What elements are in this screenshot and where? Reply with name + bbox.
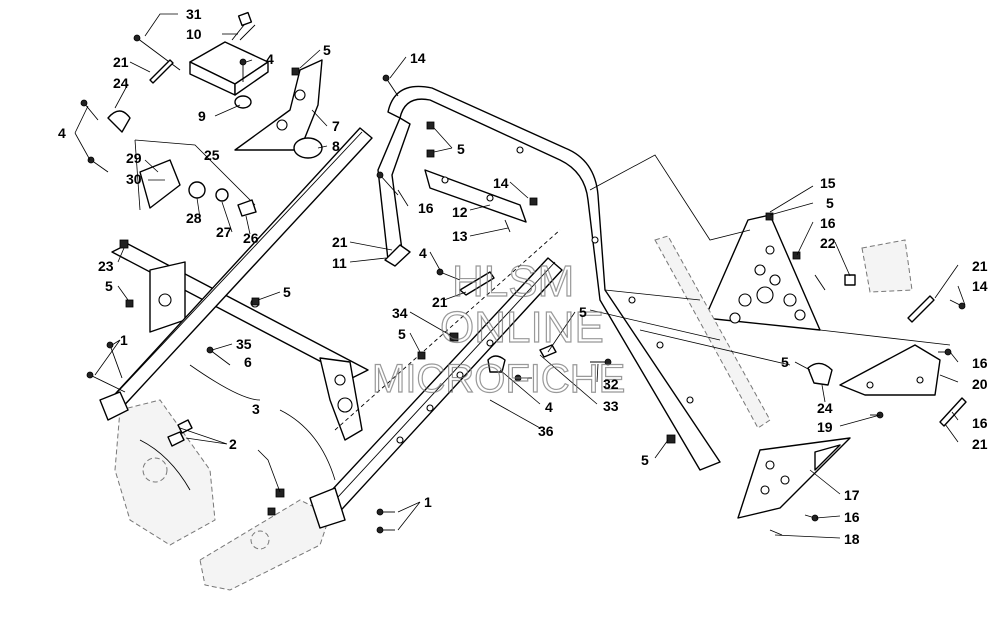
callout-4-c: 4 (419, 245, 427, 261)
callout-35: 35 (236, 336, 252, 352)
callout-7: 7 (332, 118, 340, 134)
callout-32: 32 (603, 376, 619, 392)
callout-8: 8 (332, 138, 340, 154)
callout-1-a: 1 (120, 332, 128, 348)
callout-26: 26 (243, 230, 259, 246)
plate-17 (737, 437, 851, 519)
callout-10: 10 (186, 26, 202, 42)
callout-33: 33 (603, 398, 619, 414)
callout-24-a: 24 (113, 75, 129, 91)
callout-2: 2 (229, 436, 237, 452)
callout-36: 36 (538, 423, 554, 439)
callout-21-c: 21 (432, 294, 448, 310)
callout-5-b: 5 (105, 278, 113, 294)
callout-21-b: 21 (332, 234, 348, 250)
callout-20: 20 (972, 376, 988, 392)
rear-member-phantom (654, 235, 913, 429)
callout-21-a: 21 (113, 54, 129, 70)
callout-16-e: 16 (844, 509, 860, 525)
callout-28: 28 (186, 210, 202, 226)
callout-24-b: 24 (817, 400, 833, 416)
callout-14-c: 14 (972, 278, 988, 294)
callout-17: 17 (844, 487, 860, 503)
watermark-line1: HLSM (452, 257, 574, 306)
callout-15: 15 (820, 175, 836, 191)
callout-16-b: 16 (820, 215, 836, 231)
hardware (80, 34, 967, 536)
callout-25: 25 (204, 147, 220, 163)
callout-13: 13 (452, 228, 468, 244)
callout-5-h: 5 (781, 354, 789, 370)
assembly-lines (189, 154, 951, 481)
callout-27: 27 (216, 224, 232, 240)
callout-21-d: 21 (972, 258, 988, 274)
callout-16-c: 16 (972, 355, 988, 371)
callout-22: 22 (820, 235, 836, 251)
callout-5-c: 5 (283, 284, 291, 300)
callout-23: 23 (98, 258, 114, 274)
callout-14-a: 14 (410, 50, 426, 66)
callout-5-a: 5 (323, 42, 331, 58)
watermark: HLSM ONLINE MICROFICHE (371, 256, 626, 401)
callout-4-a: 4 (266, 51, 274, 67)
callout-11: 11 (332, 255, 347, 271)
callout-16-a: 16 (418, 200, 434, 216)
callout-1-b: 1 (424, 494, 432, 510)
callout-18: 18 (844, 531, 860, 547)
callout-6: 6 (244, 354, 252, 370)
leader-lines (74, 13, 966, 539)
callout-5-f: 5 (579, 304, 587, 320)
callout-14-b: 14 (493, 175, 509, 191)
callout-5-d: 5 (457, 141, 465, 157)
callout-12: 12 (452, 204, 468, 220)
callout-29: 29 (126, 150, 142, 166)
callout-labels: 31 10 21 24 4 5 4 9 7 8 25 29 30 28 27 2… (58, 6, 988, 547)
lower-frame-phantom (114, 399, 331, 591)
callout-5-i: 5 (641, 452, 649, 468)
callout-31: 31 (186, 6, 202, 22)
strap-bracket (424, 169, 527, 223)
callout-5-e: 5 (398, 326, 406, 342)
lower-main-rail (309, 257, 563, 529)
watermark-line2: ONLINE (440, 303, 604, 352)
callout-4-b: 4 (58, 125, 66, 141)
callout-21-e: 21 (972, 436, 988, 452)
callout-19: 19 (817, 419, 833, 435)
callout-3: 3 (252, 401, 260, 417)
callout-5-g: 5 (826, 195, 834, 211)
callout-34: 34 (392, 305, 408, 321)
roll-hoop-tube (387, 85, 721, 471)
small-bracket-group (107, 110, 257, 217)
watermark-line3: MICROFICHE (372, 357, 625, 401)
bracket-20 (839, 344, 941, 396)
right-gusset-plate (704, 214, 821, 331)
relay-mount-plate (234, 59, 323, 159)
callout-16-d: 16 (972, 415, 988, 431)
callout-4-d: 4 (545, 399, 553, 415)
front-crossmember (111, 243, 369, 441)
inner-bracket (377, 117, 411, 261)
callout-9: 9 (198, 108, 206, 124)
callout-30: 30 (126, 171, 142, 187)
electrical-module (189, 11, 269, 96)
